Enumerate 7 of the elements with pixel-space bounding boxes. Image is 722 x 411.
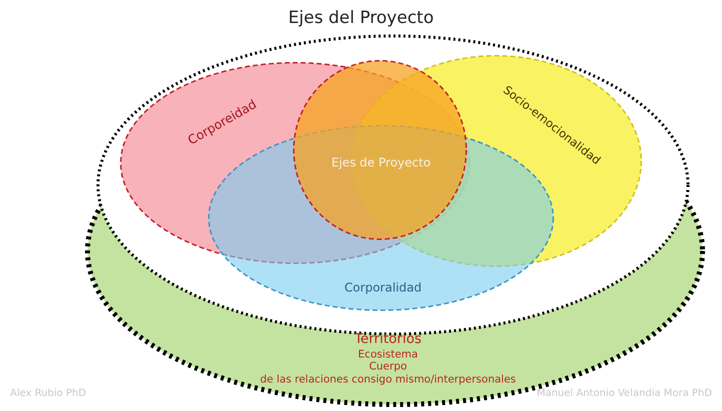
- set-caption: Ecosistema: [358, 350, 418, 360]
- set-caption: Cuerpo: [369, 362, 407, 372]
- set-caption: de las relaciones consigo mismo/interpersonales: [260, 374, 516, 386]
- set-label: Ejes de Proyecto: [331, 156, 431, 170]
- set-label: Corporalidad: [344, 282, 422, 294]
- set-label: Territorios: [354, 332, 422, 346]
- title: Ejes del Proyecto: [288, 8, 434, 28]
